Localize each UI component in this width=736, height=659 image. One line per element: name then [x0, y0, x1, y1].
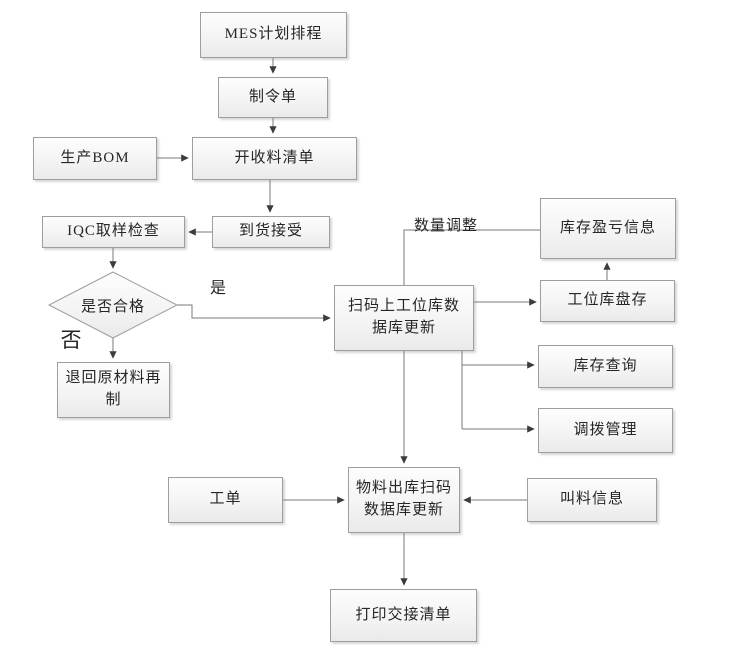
node-transfer-management: 调拨管理	[538, 408, 673, 453]
node-station-db-update: 扫码上工位库数据库更新	[334, 285, 474, 351]
node-inventory-profit-loss: 库存盈亏信息	[540, 198, 676, 259]
edge-label-yes: 是	[209, 280, 226, 297]
node-outbound-db-update: 物料出库扫码数据库更新	[348, 467, 460, 533]
node-work-instruction: 制令单	[218, 77, 328, 118]
decision-diamond	[47, 271, 179, 339]
edge-decision-yes-to-station-update	[177, 304, 331, 322]
node-material-receipt-list: 开收料清单	[192, 137, 357, 180]
node-qualified-decision-label: 是否合格	[80, 299, 145, 315]
edge-label-no: 否	[60, 328, 82, 352]
node-return-raw-material: 退回原材料再制	[57, 362, 170, 418]
node-station-stocktake: 工位库盘存	[540, 280, 675, 322]
node-arrival-acceptance: 到货接受	[212, 216, 330, 248]
node-material-call-info: 叫料信息	[527, 478, 657, 522]
edge-station-update-to-profit-loss	[403, 229, 540, 285]
node-print-handover-list: 打印交接清单	[330, 589, 477, 642]
node-inventory-query: 库存查询	[538, 345, 673, 388]
node-mes-schedule: MES计划排程	[200, 12, 347, 58]
node-work-order: 工单	[168, 477, 283, 523]
node-production-bom: 生产BOM	[33, 137, 157, 180]
edge-label-quantity-adjustment: 数量调整	[413, 218, 478, 234]
node-iqc-sampling: IQC取样检查	[42, 216, 185, 248]
